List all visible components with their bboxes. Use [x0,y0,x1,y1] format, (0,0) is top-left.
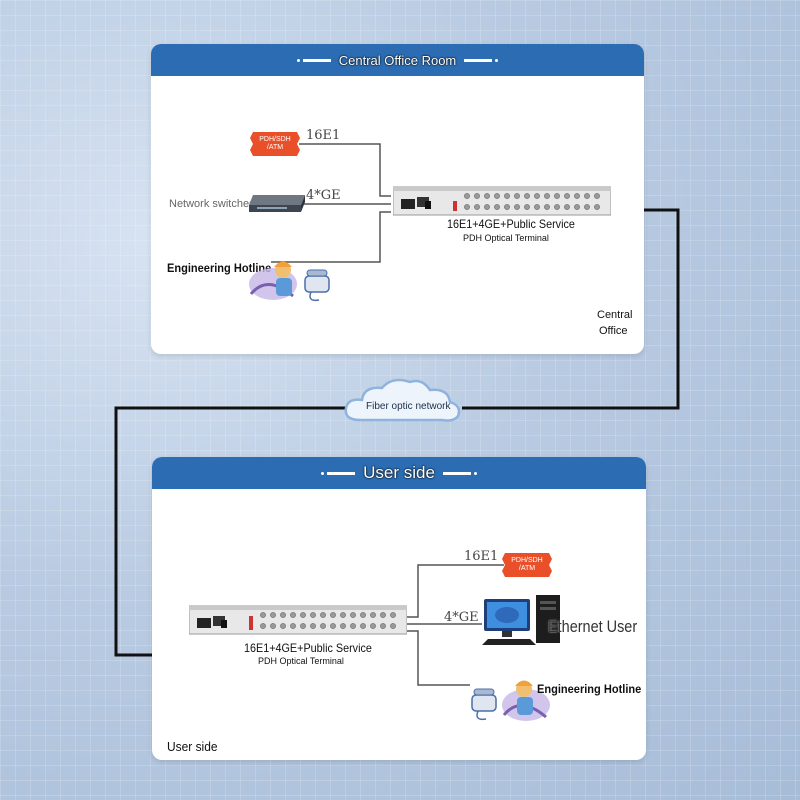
device-subtitle-label: PDH Optical Terminal [463,233,549,243]
user-side-title: User side [363,463,435,482]
title-decoration-right [442,471,477,475]
central-office-header: Central Office Room [151,44,644,76]
central-office-title: Central Office Room [338,52,457,68]
e1-label: 16E1 [306,128,341,143]
network-switches-label: Network switches [169,198,255,210]
central-office-corner-label-2: Office [599,325,628,337]
device-title-label: 16E1+4GE+Public Service [244,641,372,655]
cloud-icon [344,378,461,422]
engineering-hotline-label: Engineering Hotline [167,261,272,275]
ethernet-user-label: Ethernet User [548,617,638,636]
title-decoration-left [296,58,331,62]
user-side-corner-label: User side [167,739,218,754]
central-office-panel: Central Office Room PDH/SDH /ATM 16E1 Ne… [151,44,644,354]
engineering-hotline-label: Engineering Hotline [537,682,642,696]
engineer-with-phone-icon [249,261,330,302]
fiber-optic-network-cloud: Fiber optic network [342,376,464,426]
pdh-sdh-atm-badge: PDH/SDH /ATM [249,131,301,157]
ge-label: 4*GE [444,610,479,625]
device-subtitle-label: PDH Optical Terminal [258,656,344,666]
pdh-optical-terminal-device [393,186,611,216]
device-title-label: 16E1+4GE+Public Service [447,217,575,231]
user-side-header: User side [152,457,646,489]
pdh-optical-terminal-device [189,605,407,635]
network-switch-icon [249,195,305,212]
title-decoration-left [321,471,356,475]
fiber-optic-network-label: Fiber optic network [366,401,451,412]
title-decoration-right [464,58,499,62]
ge-label: 4*GE [306,188,341,203]
user-side-panel: User side 16E1+4GE+Public Service PDH Op… [152,457,646,760]
engineer-with-phone-icon [471,680,550,721]
central-office-corner-label-1: Central [597,309,633,321]
pdh-sdh-atm-badge: PDH/SDH /ATM [501,552,553,578]
e1-label: 16E1 [464,549,499,564]
desktop-computer-icon [482,595,560,645]
